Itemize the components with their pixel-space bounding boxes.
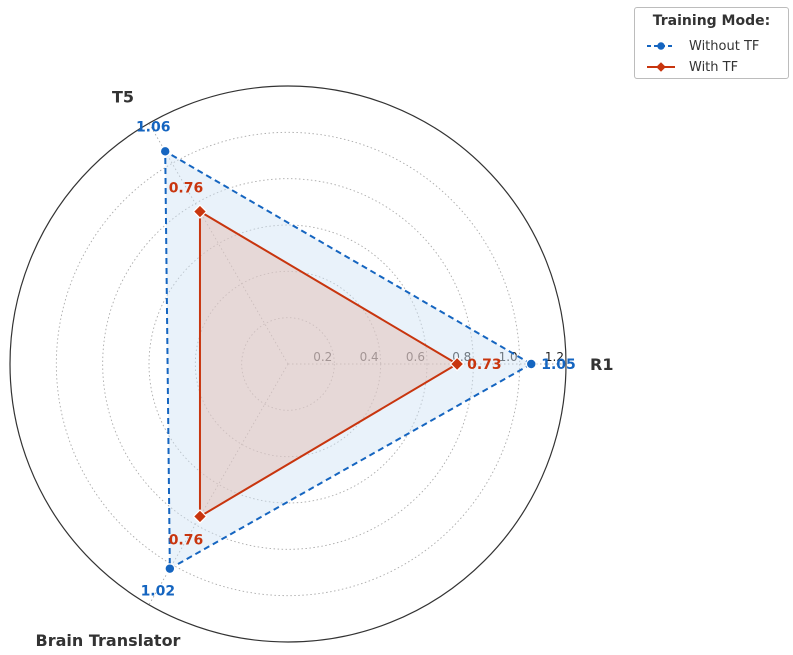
radar-series	[159, 145, 537, 575]
series-area-with-tf	[199, 211, 458, 517]
data-label-with-tf-r1: 0.73	[467, 357, 502, 373]
radial-tick-label-2: 0.6	[406, 350, 425, 364]
outer-circle	[9, 85, 567, 643]
series-line-without-tf	[164, 150, 533, 570]
marker-with-tf-t5	[192, 204, 208, 219]
radial-tick-label-0: 0.2	[313, 350, 332, 364]
marker-without-tf-t5	[159, 145, 171, 157]
radial-tick-label-5: 1.2	[545, 350, 564, 364]
marker-without-tf-r1	[525, 358, 537, 370]
series-line-with-tf	[198, 210, 459, 518]
marker-with-tf-r1	[449, 356, 465, 372]
grid-circle-4	[55, 131, 521, 597]
legend-item-without-tf: Without TF	[646, 37, 759, 55]
data-label-without-tf-r1: 1.05	[541, 357, 576, 373]
axis-label-brain-translator: Brain Translator	[36, 631, 181, 650]
chart-legend: Training Mode: Without TF With TF	[634, 7, 789, 79]
data-label-without-tf-t5: 1.06	[136, 119, 171, 135]
grid-circle-0	[241, 317, 335, 411]
grid-circle-2	[148, 224, 428, 504]
legend-title: Training Mode:	[652, 13, 771, 29]
legend-label-with-tf: With TF	[689, 59, 739, 75]
series-area-without-tf	[165, 151, 532, 569]
marker-without-tf-brain-translator	[164, 563, 176, 575]
legend-item-with-tf: With TF	[646, 58, 738, 76]
legend-swatch-without-tf	[647, 42, 675, 50]
data-label-without-tf-brain-translator: 1.02	[141, 584, 176, 600]
axis-label-r1: R1	[590, 355, 613, 374]
data-label-with-tf-brain-translator: 0.76	[169, 532, 204, 548]
data-label-with-tf-t5: 0.76	[169, 181, 204, 197]
axis-label-t5: T5	[112, 88, 134, 107]
legend-label-without-tf: Without TF	[689, 38, 760, 54]
radial-tick-label-1: 0.4	[360, 350, 379, 364]
legend-swatch-with-tf	[647, 62, 675, 72]
marker-with-tf-brain-translator	[192, 509, 208, 524]
